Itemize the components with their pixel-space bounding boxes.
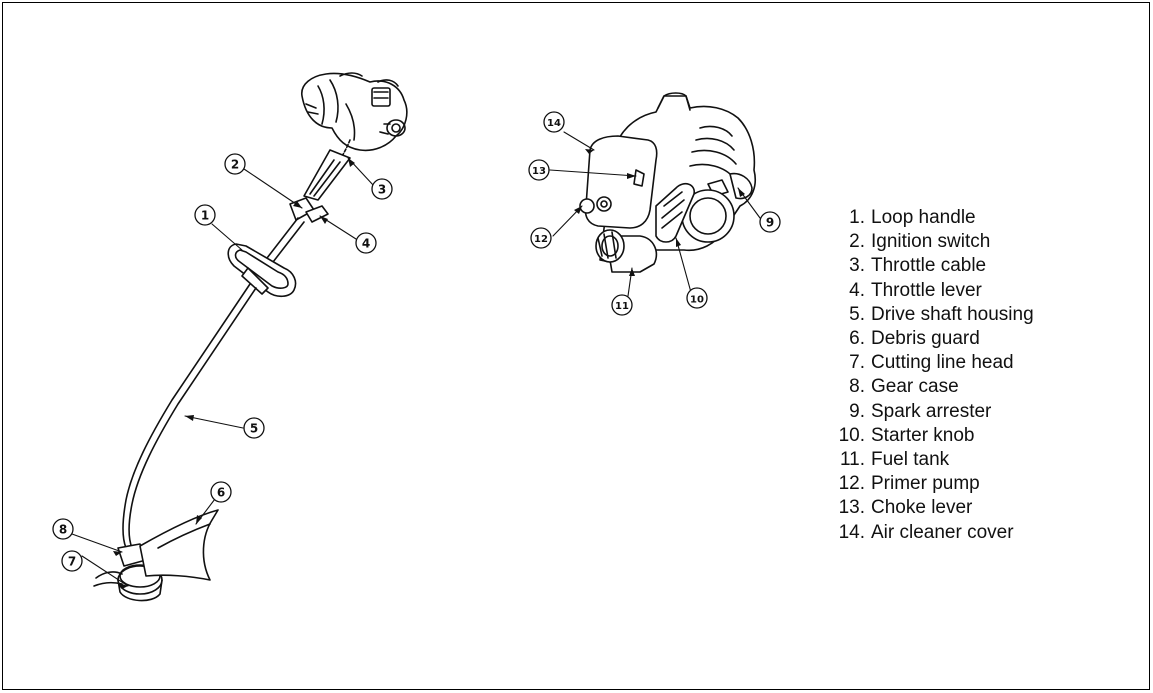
legend-label: Gear case — [871, 376, 959, 398]
svg-text:6: 6 — [217, 486, 225, 500]
legend-number: 5. — [849, 303, 865, 325]
legend-number: 12. — [838, 473, 865, 495]
legend-item: 5. Drive shaft housing — [830, 303, 1034, 327]
legend-label: Debris guard — [871, 328, 980, 350]
svg-text:12: 12 — [534, 234, 548, 245]
legend-label: Primer pump — [871, 473, 980, 495]
callout-10: 10 — [686, 287, 708, 309]
legend-number: 10. — [838, 424, 865, 446]
legend-label: Ignition switch — [871, 231, 991, 253]
legend-number: 14. — [838, 521, 865, 543]
callout-1: 1 — [194, 204, 216, 226]
trimmer-illustration — [93, 72, 408, 602]
legend-label: Air cleaner cover — [871, 521, 1014, 543]
callout-labels: 1 2 3 4 5 6 7 8 — [52, 111, 781, 572]
svg-text:4: 4 — [362, 237, 370, 251]
svg-text:11: 11 — [615, 301, 629, 312]
engine-illustration — [579, 92, 756, 273]
legend-number: 13. — [838, 497, 865, 519]
legend-number: 7. — [849, 352, 865, 374]
legend-item: 4. Throttle lever — [830, 279, 1034, 303]
legend-number: 6. — [849, 328, 865, 350]
legend-item: 13. Choke lever — [830, 496, 1034, 520]
callout-13: 13 — [528, 159, 550, 181]
legend-item: 6. Debris guard — [830, 327, 1034, 351]
legend-number: 1. — [849, 207, 865, 228]
svg-text:1: 1 — [201, 209, 209, 223]
legend-item: 9. Spark arrester — [830, 400, 1034, 424]
svg-text:9: 9 — [766, 216, 774, 230]
svg-text:13: 13 — [532, 166, 546, 177]
callout-2: 2 — [224, 153, 246, 175]
callout-9: 9 — [759, 211, 781, 233]
legend-number: 4. — [849, 279, 865, 301]
svg-text:2: 2 — [231, 158, 239, 172]
loop-handle — [227, 243, 297, 298]
svg-text:3: 3 — [378, 183, 386, 197]
legend-label: Throttle lever — [871, 279, 982, 301]
callout-5: 5 — [243, 417, 265, 439]
svg-text:7: 7 — [68, 555, 76, 569]
callout-6: 6 — [210, 481, 232, 503]
legend-number: 3. — [849, 255, 865, 277]
trimmer-engine — [301, 72, 408, 152]
leader-arrowheads — [113, 149, 745, 589]
callout-12: 12 — [530, 227, 552, 249]
legend-label: Starter knob — [871, 424, 975, 446]
legend-item: 1. Loop handle — [830, 206, 1034, 230]
legend-item: 8. Gear case — [830, 375, 1034, 399]
callout-7: 7 — [61, 550, 83, 572]
parts-legend: 1. Loop handle 2. Ignition switch 3. Thrott… — [830, 206, 1034, 545]
callout-4: 4 — [355, 232, 377, 254]
legend-item: 3. Throttle cable — [830, 254, 1034, 278]
svg-text:8: 8 — [59, 523, 67, 537]
legend-label: Spark arrester — [871, 400, 992, 422]
svg-text:14: 14 — [547, 118, 561, 129]
legend-item: 2. Ignition switch — [830, 230, 1034, 254]
legend-item: 14. Air cleaner cover — [830, 521, 1034, 545]
legend-label: Choke lever — [871, 497, 973, 519]
legend-item: 11. Fuel tank — [830, 448, 1034, 472]
legend-item: 7. Cutting line head — [830, 351, 1034, 375]
legend-label: Drive shaft housing — [871, 303, 1034, 325]
callout-11: 11 — [611, 294, 633, 316]
legend-number: 9. — [849, 400, 865, 422]
svg-text:5: 5 — [250, 422, 258, 436]
legend-item: 12. Primer pump — [830, 472, 1034, 496]
legend-number: 11. — [839, 449, 865, 471]
legend-label: Loop handle — [871, 207, 976, 228]
callout-3: 3 — [371, 178, 393, 200]
legend-label: Fuel tank — [871, 449, 950, 471]
svg-text:10: 10 — [690, 295, 704, 306]
callout-14: 14 — [543, 111, 565, 133]
legend-label: Throttle cable — [871, 255, 987, 277]
callout-8: 8 — [52, 518, 74, 540]
cutting-head — [93, 543, 163, 602]
legend-number: 2. — [849, 231, 865, 253]
legend-item: 10. Starter knob — [830, 424, 1034, 448]
legend-label: Cutting line head — [871, 352, 1014, 374]
legend-number: 8. — [849, 376, 865, 398]
